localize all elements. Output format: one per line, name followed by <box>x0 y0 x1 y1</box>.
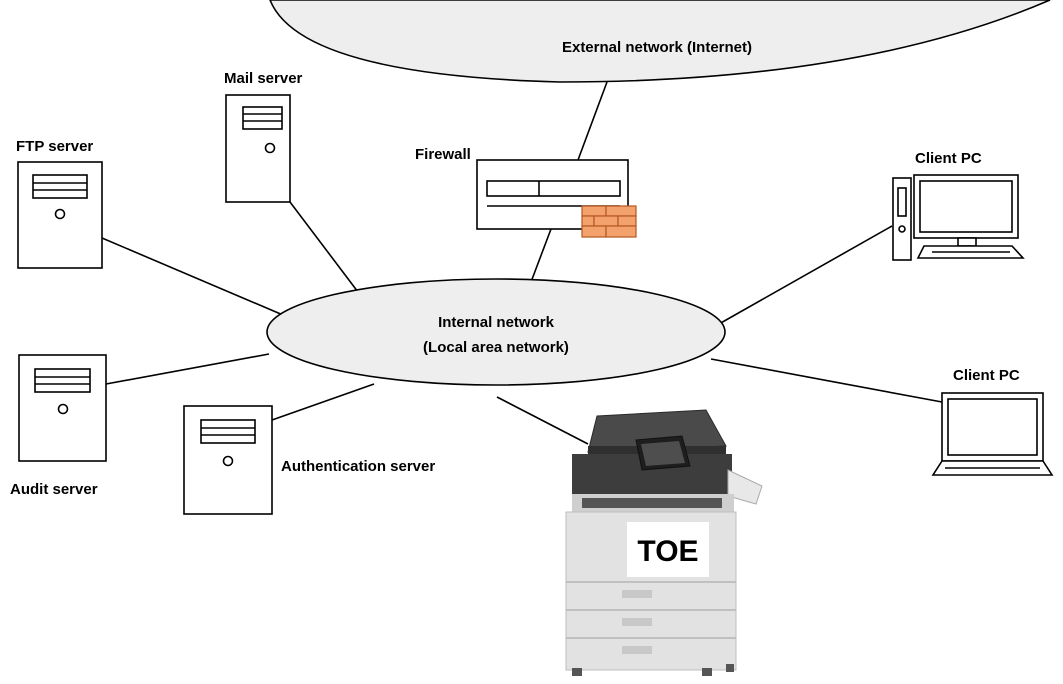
link-auth-internal <box>271 383 375 421</box>
firewall-icon <box>476 159 637 238</box>
link-toe-internal <box>496 396 589 445</box>
authentication-server-icon <box>183 405 273 515</box>
client-pc-desktop-label: Client PC <box>915 150 982 167</box>
toe-mfp-icon <box>565 409 763 676</box>
mail-server-icon <box>225 94 291 203</box>
link-audit-internal <box>105 353 270 385</box>
link-ftp-internal <box>101 237 291 319</box>
mail-server-label: Mail server <box>224 70 303 87</box>
client-pc-laptop-icon <box>931 392 1054 476</box>
authentication-server-label: Authentication server <box>281 458 435 475</box>
client-pc-laptop-label: Client PC <box>953 367 1020 384</box>
link-mail-internal <box>289 201 359 293</box>
external-network-cloud <box>269 0 1051 83</box>
connection-lines <box>101 81 943 445</box>
firewall-label: Firewall <box>415 146 471 163</box>
client-pc-desktop-icon <box>892 174 1025 261</box>
internal-network-ellipse <box>266 278 726 386</box>
ftp-server-label: FTP server <box>16 138 93 155</box>
link-firewall-internal <box>530 228 552 283</box>
link-clientpc-desktop-internal <box>718 225 893 325</box>
audit-server-label: Audit server <box>10 481 98 498</box>
external-network-label: External network (Internet) <box>562 39 752 56</box>
internal-network-label-2: (Local area network) <box>423 339 569 356</box>
link-clientpc-laptop-internal <box>710 358 943 403</box>
toe-label: TOE <box>637 535 698 568</box>
link-internet-firewall <box>577 81 608 161</box>
ftp-server-icon <box>17 161 103 269</box>
internal-network-label-1: Internal network <box>438 314 555 331</box>
audit-server-icon <box>18 354 107 462</box>
